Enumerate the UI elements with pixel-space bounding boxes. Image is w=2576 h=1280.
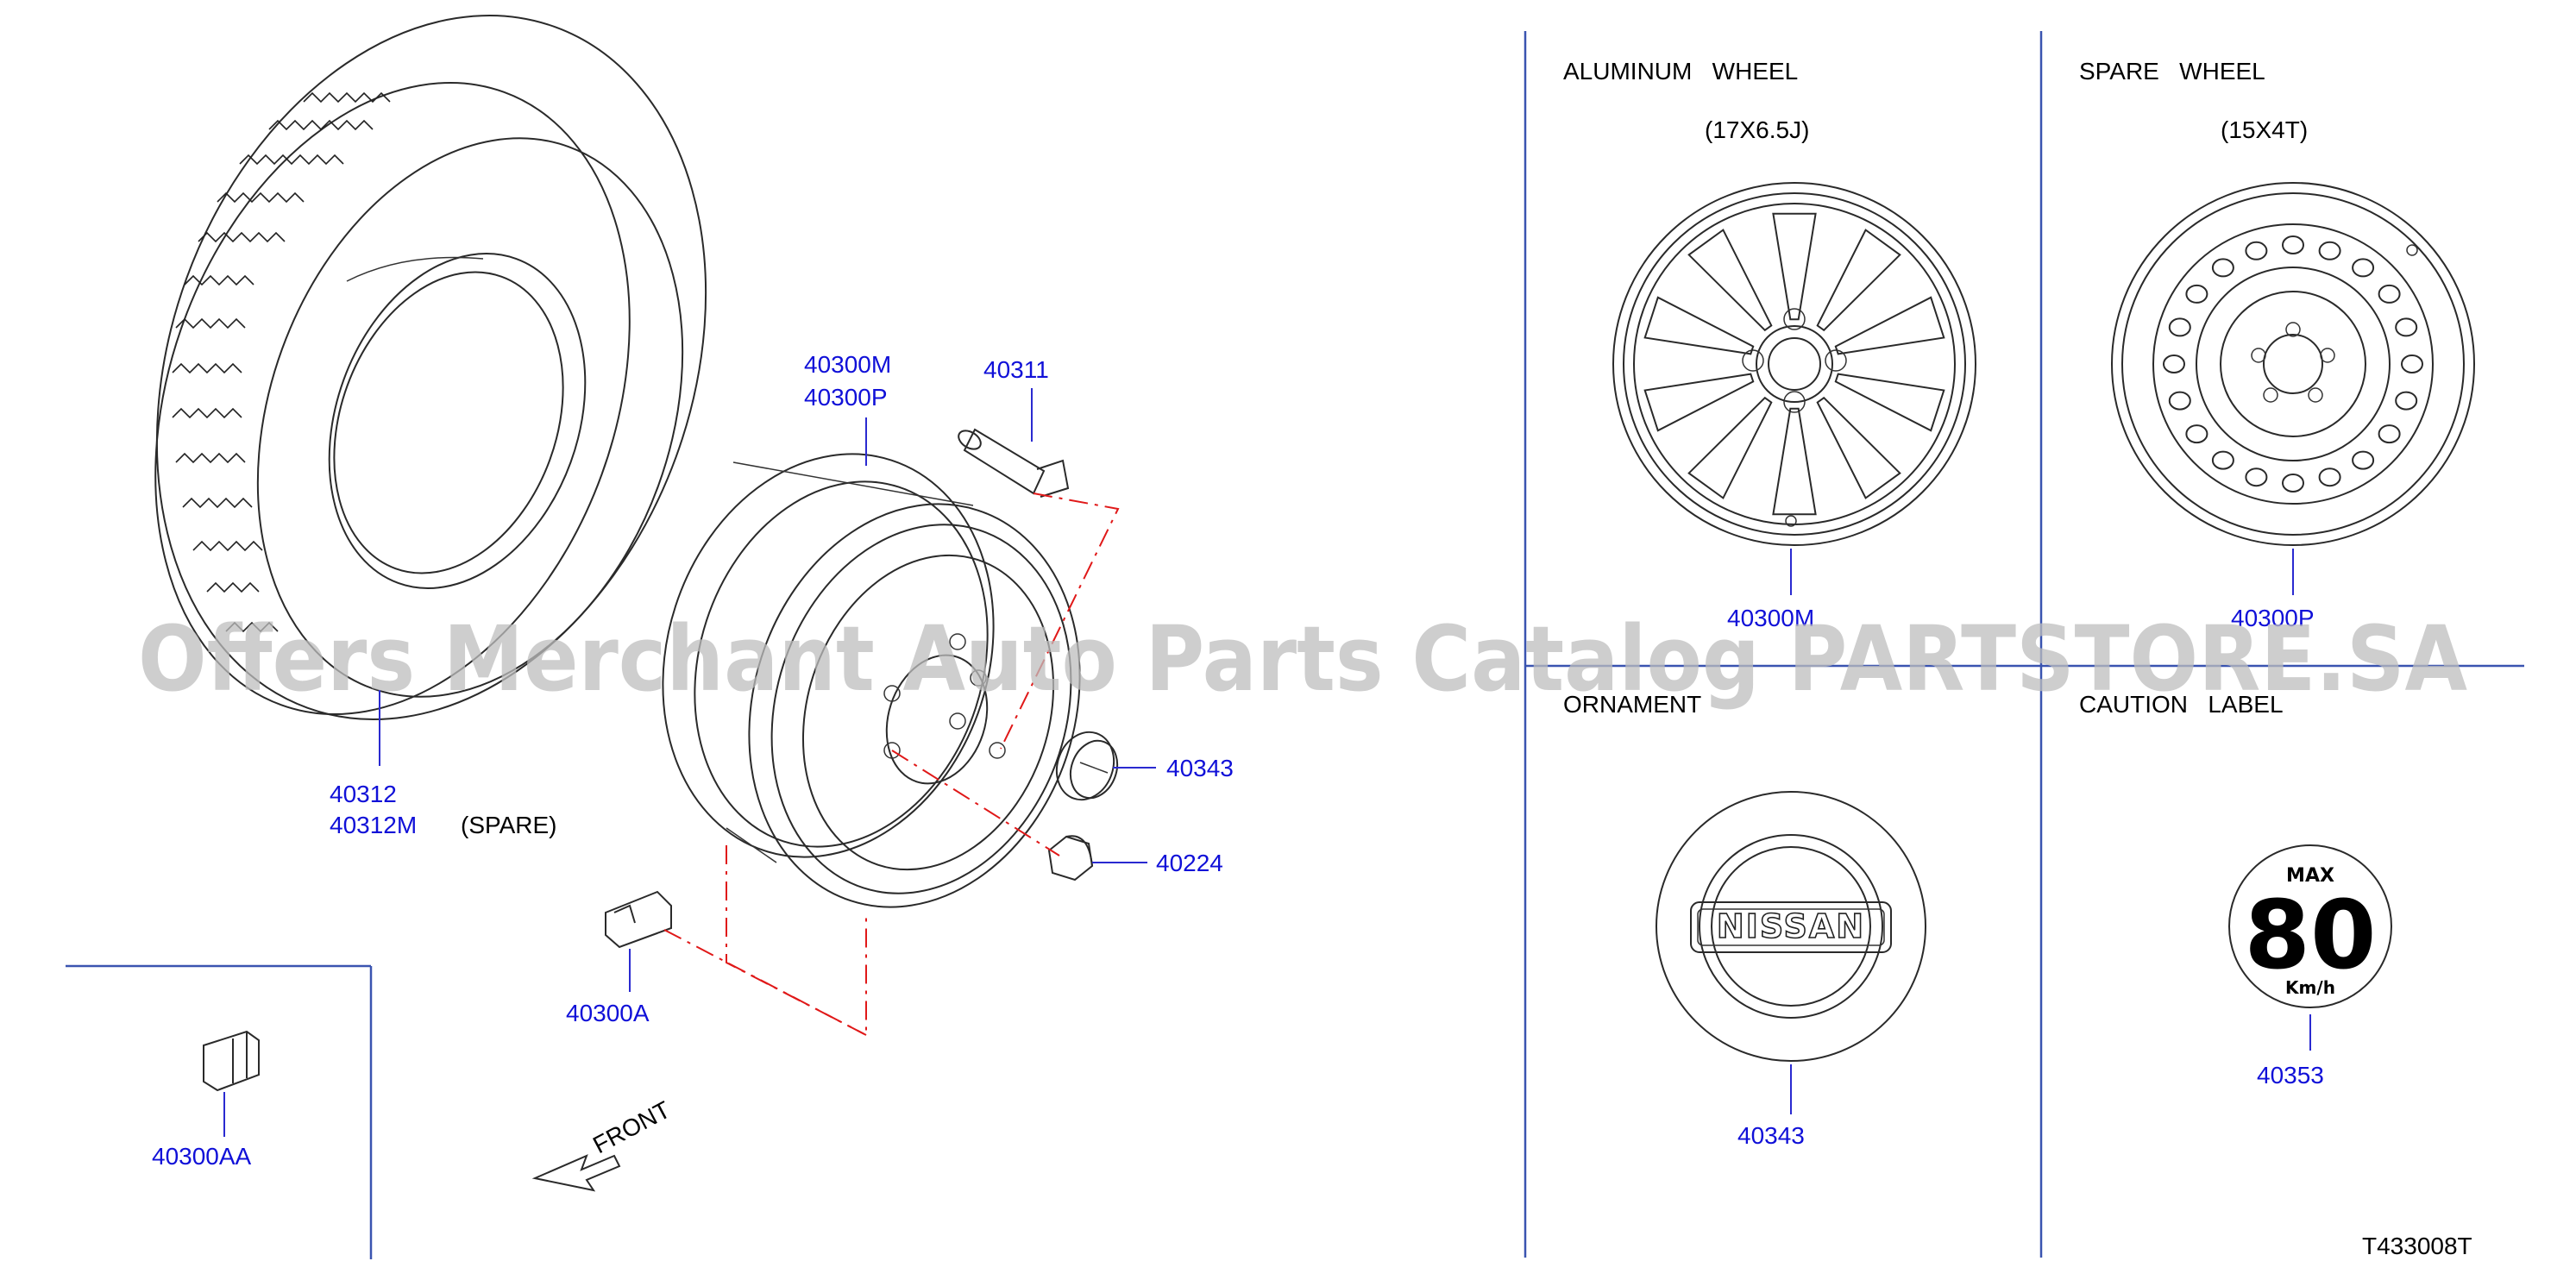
diagram-code: T433008T (2362, 1233, 2472, 1259)
ornament-heading: ORNAMENT (1563, 691, 1701, 718)
frame-lines (66, 31, 2524, 1259)
part-40300A-label[interactable]: 40300A (566, 1000, 650, 1026)
spare-wheel-hole (2395, 391, 2418, 411)
assembly-leaders (663, 493, 1120, 1037)
balance-weight-illustration[interactable] (203, 1030, 260, 1092)
spare-wheel-hole (2163, 355, 2185, 373)
spare-wheel-hole (2168, 391, 2191, 411)
aluminum-wheel-spoke (1687, 229, 1773, 332)
part-40224-label[interactable]: 40224 (1156, 850, 1223, 876)
spare-wheel-hole (2211, 258, 2234, 278)
spare-wheel-hole (2352, 258, 2375, 278)
spare-wheel-hole (2185, 424, 2208, 444)
caution-max-text: MAX (2286, 865, 2334, 887)
aluminum-wheel-size: (17X6.5J) (1705, 116, 1809, 143)
spare-note: (SPARE) (461, 812, 557, 838)
callout-leaders (223, 388, 2311, 1137)
aluminum-wheel-spoke (1834, 373, 1945, 432)
part-40300P-spare-label[interactable]: 40300P (2231, 605, 2315, 631)
spare-wheel-holes (2163, 235, 2423, 493)
part-40353-label[interactable]: 40353 (2257, 1062, 2324, 1089)
spare-wheel-hole (2245, 467, 2268, 487)
aluminum-wheel-spoke (1816, 229, 1901, 332)
tire-tread-pattern (172, 91, 391, 633)
spare-wheel-heading: SPARE WHEEL (2079, 58, 2265, 85)
center-cap-small-illustration[interactable] (1047, 724, 1125, 807)
ornament-illustration[interactable]: NISSAN (1656, 791, 1926, 1062)
part-40300M-alu-label[interactable]: 40300M (1727, 605, 1814, 631)
ornament-logo-text: NISSAN (1717, 907, 1865, 945)
caution-label-illustration[interactable]: MAX 80 Km/h (2228, 844, 2392, 1008)
part-40343-label[interactable]: 40343 (1166, 755, 1234, 781)
aluminum-wheel-heading: ALUMINUM WHEEL (1563, 58, 1798, 85)
spare-wheel-hole (2282, 474, 2304, 493)
spare-wheel-size: (15X4T) (2221, 116, 2308, 143)
part-40343-ornament-label[interactable]: 40343 (1737, 1122, 1805, 1149)
part-40312-label[interactable]: 40312 (330, 781, 397, 807)
caution-unit-text: Km/h (2285, 977, 2335, 998)
valve-stem-illustration[interactable] (955, 427, 1070, 498)
spare-wheel-hole (2211, 450, 2234, 470)
part-40300P-label[interactable]: 40300P (804, 384, 888, 411)
spare-wheel-hole (2185, 284, 2208, 304)
watermark-text: Offers Merchant Auto Parts Catalog PARTS… (138, 606, 2467, 712)
spare-wheel-hole (2282, 235, 2304, 254)
caution-speed-text: 80 (2244, 880, 2376, 990)
part-40300AA-label[interactable]: 40300AA (152, 1143, 252, 1170)
spare-wheel-hole (2245, 241, 2268, 260)
aluminum-wheel-spoke (1643, 373, 1755, 432)
spare-wheel-hole (2318, 467, 2341, 487)
aluminum-wheel-spoke (1643, 296, 1755, 355)
spare-wheel-hole (2168, 317, 2191, 337)
aluminum-wheel-spoke (1834, 296, 1945, 355)
aluminum-wheel-spoke (1772, 407, 1817, 516)
part-40300M-label[interactable]: 40300M (804, 351, 891, 378)
spare-wheel-hole (2318, 241, 2341, 260)
caution-label-heading: CAUTION LABEL (2079, 691, 2284, 718)
spare-wheel-hole (2378, 424, 2401, 444)
aluminum-wheel-illustration[interactable] (1612, 182, 1976, 546)
aluminum-wheel-spoke (1816, 396, 1901, 499)
aluminum-wheel-spoke (1687, 396, 1773, 499)
spare-wheel-hole (2352, 450, 2375, 470)
front-arrow: FRONT (531, 1096, 675, 1192)
sensor-clip-illustration[interactable] (605, 890, 672, 949)
aluminum-wheel-spoke (1772, 212, 1817, 321)
spare-wheel-hole (2395, 317, 2418, 337)
part-40312M-label[interactable]: 40312M (330, 812, 417, 838)
spare-wheel-hole (2401, 355, 2423, 373)
aluminum-wheel-spokes (1643, 212, 1945, 516)
steel-wheel-illustration[interactable] (613, 411, 1131, 951)
spare-wheel-hole (2378, 284, 2401, 304)
tire-illustration[interactable] (63, 0, 801, 797)
front-label: FRONT (588, 1096, 675, 1159)
part-40311-label[interactable]: 40311 (983, 356, 1049, 383)
spare-wheel-illustration[interactable] (2111, 182, 2475, 546)
wheel-nut-illustration[interactable] (1047, 835, 1094, 882)
